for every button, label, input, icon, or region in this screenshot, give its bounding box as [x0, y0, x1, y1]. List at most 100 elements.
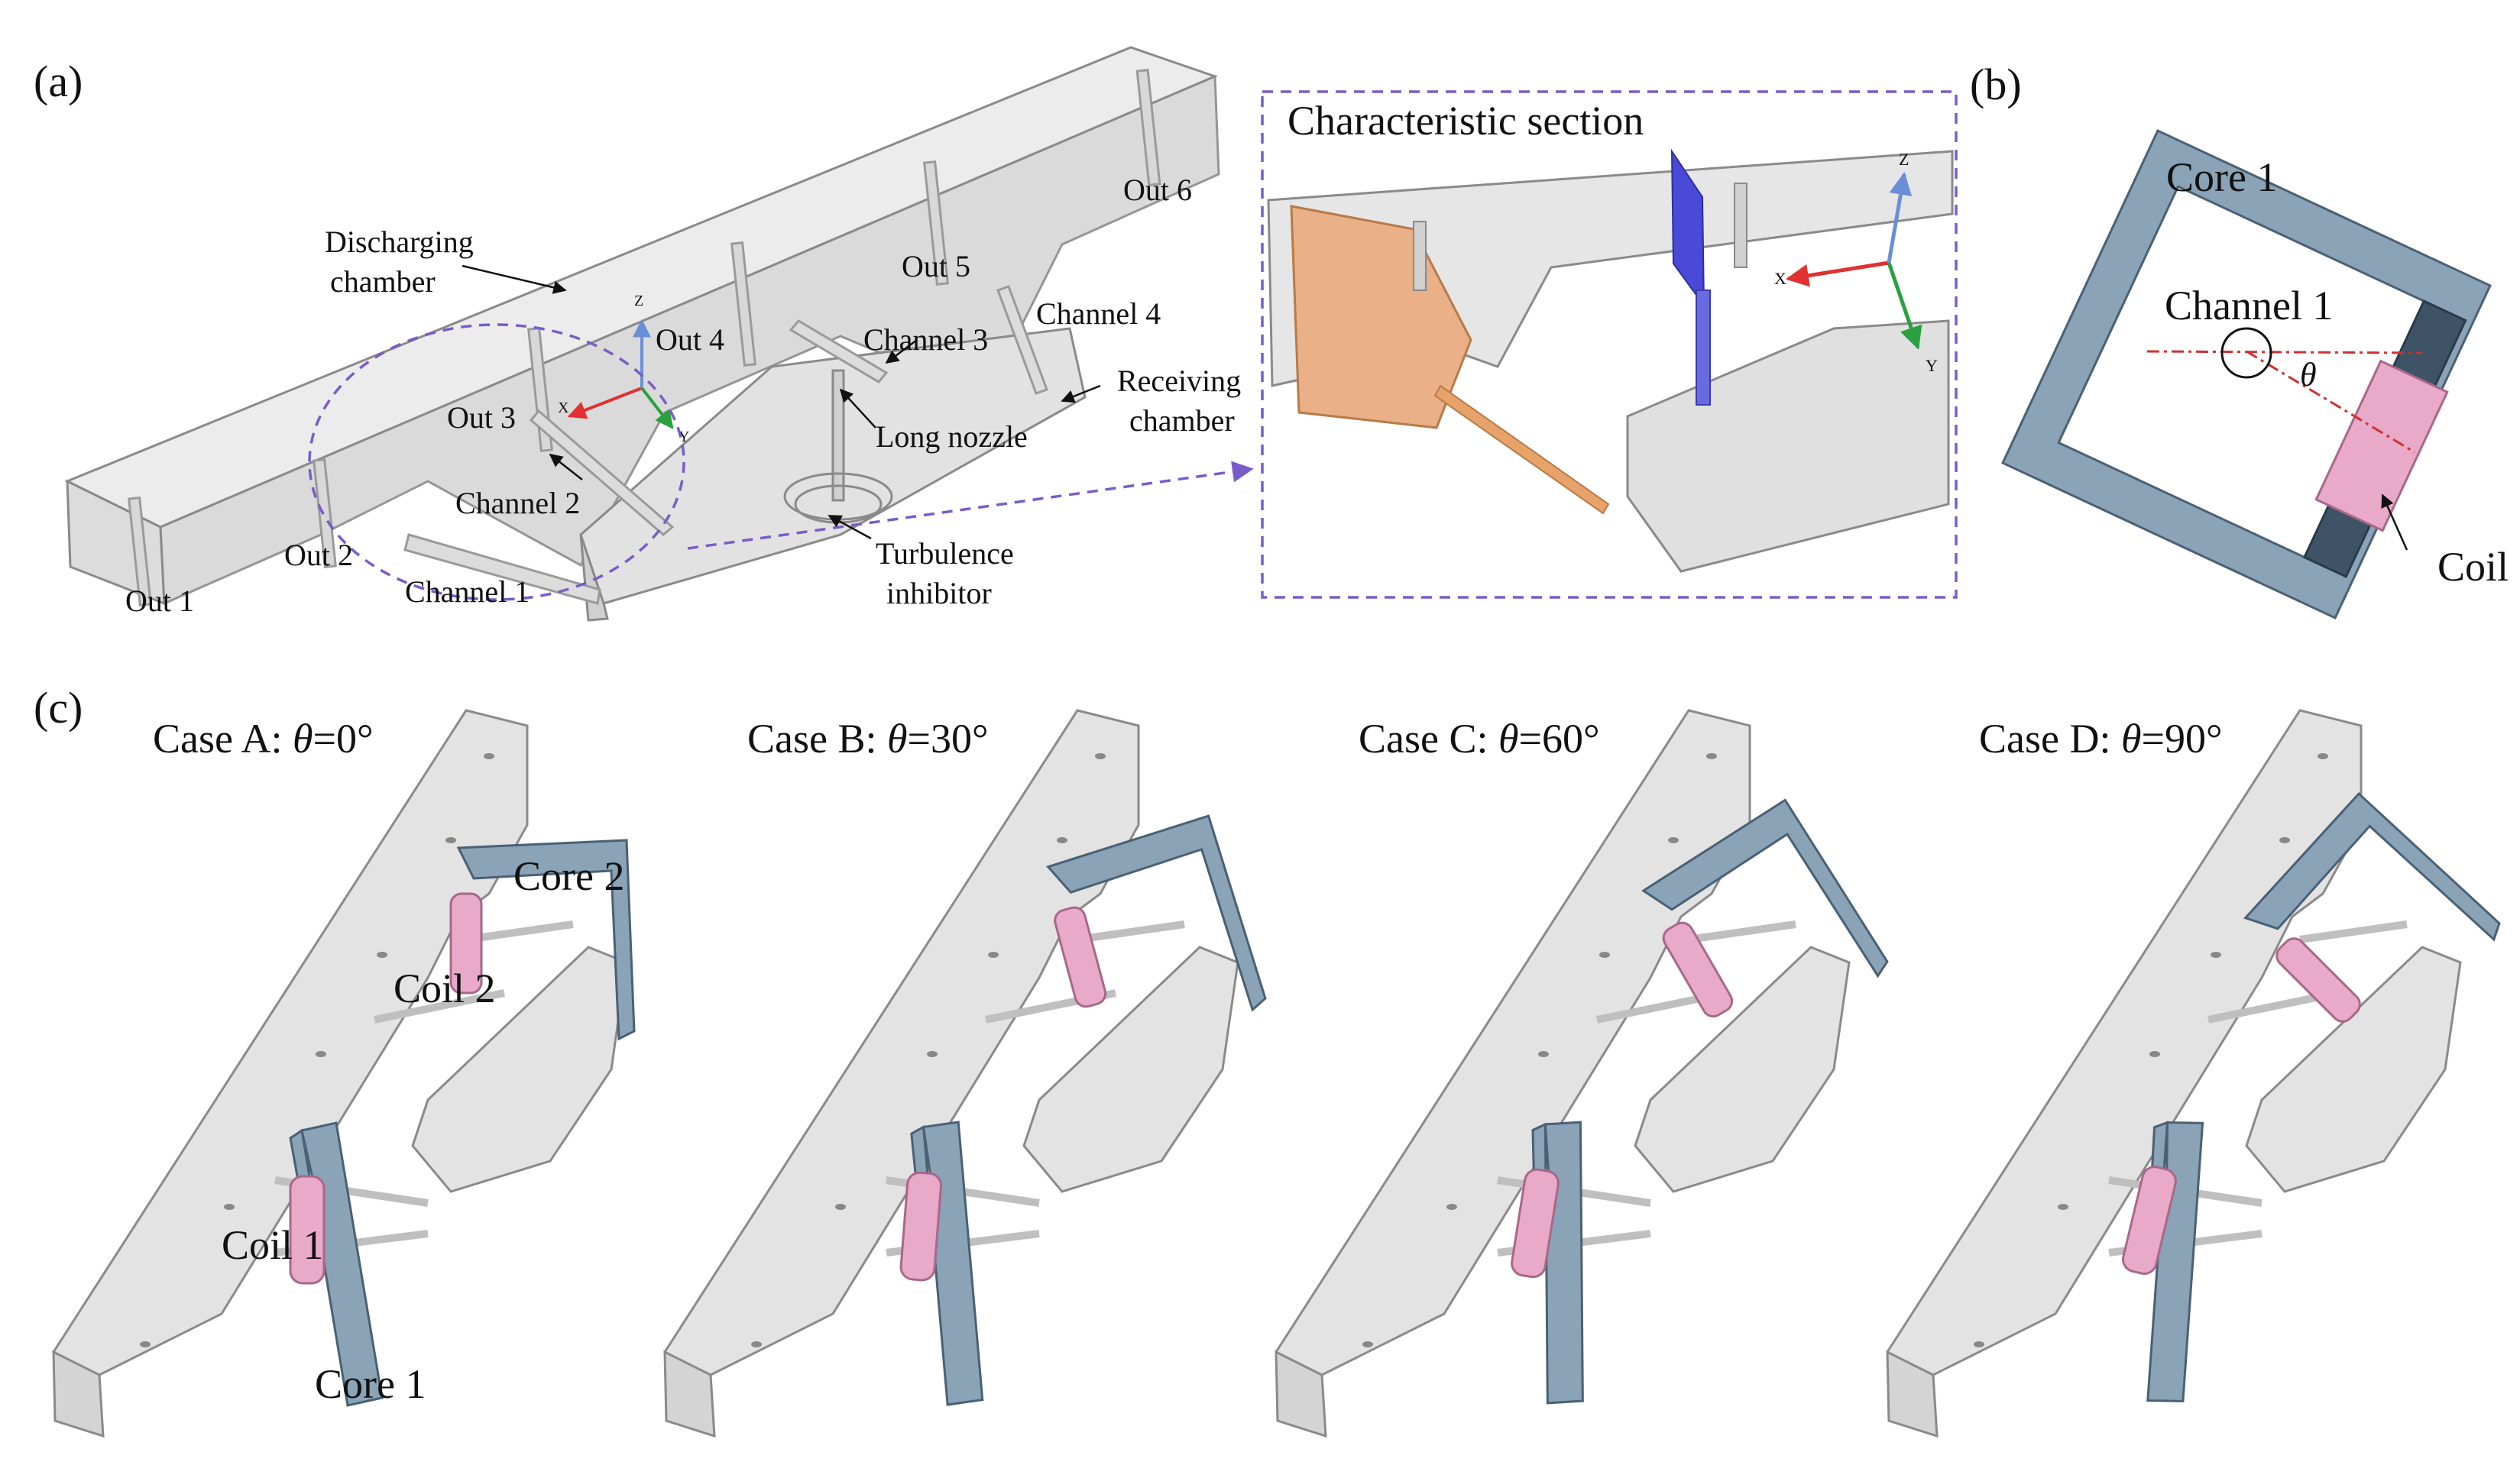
outlet-hole-3	[927, 1051, 938, 1057]
discharging-chamber-end	[1275, 1350, 1327, 1438]
discharging-chamber	[663, 709, 1140, 1376]
outlet-hole-4	[377, 952, 387, 958]
channel-4	[1077, 920, 1185, 943]
coil-1	[2122, 1166, 2177, 1275]
case-d-title: Case D: θ=90°	[1979, 716, 2223, 762]
out-1-label: Out 1	[125, 584, 194, 618]
receiving-chamber	[1022, 946, 1239, 1193]
long-nozzle-label: Long nozzle	[876, 419, 1028, 454]
case-b-assembly	[663, 709, 1267, 1438]
coil-1	[1511, 1168, 1560, 1279]
receiving-chamber-label-2: chamber	[1129, 403, 1235, 438]
channel-2-label: Channel 2	[455, 486, 580, 520]
case-a-core-2-label: Core 2	[513, 853, 624, 899]
turbulence-inhibitor-label-1: Turbulence	[876, 536, 1014, 571]
inset-connector	[687, 461, 1254, 550]
out-5-label: Out 5	[902, 249, 970, 283]
core-1-label-b: Core 1	[2166, 154, 2277, 200]
channel-3-label: Channel 3	[863, 322, 988, 357]
outlet-hole-1	[751, 1341, 762, 1347]
channel-1-cross-section	[2220, 327, 2272, 379]
top-core-coil	[449, 839, 636, 1041]
outlet-hole-2	[1446, 1204, 1457, 1210]
out-4-label: Out 4	[656, 322, 724, 357]
axis-z-label: Z	[634, 293, 643, 309]
outlet-hole-6	[2318, 753, 2328, 759]
leader-lines-a	[462, 264, 1101, 540]
outlet-hole-5	[1057, 837, 1067, 843]
case-c-assembly	[1275, 709, 1889, 1438]
outlet-hole-3	[1538, 1051, 1549, 1057]
receiving-chamber	[411, 946, 628, 1193]
outlet-hole-2	[835, 1204, 846, 1210]
out-3-label: Out 3	[447, 400, 516, 435]
turbulence-inhibitor-label-2: inhibitor	[886, 576, 992, 610]
bottom-core-coil	[1511, 1121, 1584, 1405]
coil-2	[1054, 906, 1107, 1008]
inset-axis-x-label: X	[1774, 269, 1786, 288]
outlet-hole-1	[1974, 1341, 1984, 1347]
coil-1-label-b: Coil 1	[2437, 544, 2520, 590]
panel-c: (c) Case A: θ=0° Case B: θ=30° Case C: θ…	[34, 683, 2501, 1438]
core-2	[456, 839, 636, 1041]
bottom-core-coil	[899, 1121, 984, 1406]
channel-4	[465, 920, 574, 943]
inset-axis-z-label: Z	[1899, 150, 1909, 169]
outlet-hole-5	[1668, 837, 1679, 843]
out-6-label: Out 6	[1123, 173, 1192, 207]
outlet-hole-3	[316, 1051, 326, 1057]
case-b-title: Case B: θ=30°	[747, 716, 989, 762]
inset-characteristic-section: Characteristic section X Y Z	[1261, 90, 1958, 599]
panel-a-label: (a)	[34, 57, 83, 106]
channel-3	[373, 989, 506, 1024]
outlet-hole-4	[988, 952, 999, 958]
outlet-hole-5	[445, 837, 456, 843]
bottom-core-coil	[2122, 1121, 2204, 1402]
axis-y-label: Y	[679, 429, 689, 445]
channel-4	[1688, 920, 1796, 943]
receiving-chamber	[2245, 946, 2462, 1193]
panel-b: (b) Core 1 Channel 1 Coil 1 θ	[1970, 60, 2520, 619]
bottom-core-coil	[289, 1121, 384, 1407]
coil-1	[289, 1175, 326, 1285]
discharging-chamber	[1886, 709, 2363, 1376]
receiving-chamber	[1634, 946, 1851, 1193]
discharging-chamber-end	[52, 1350, 105, 1438]
highlight-ellipse	[308, 323, 685, 601]
channel-4	[2299, 920, 2408, 943]
case-d-assembly	[1886, 709, 2501, 1438]
core-2	[2243, 791, 2501, 942]
case-a-core-1-label: Core 1	[315, 1361, 426, 1407]
outlet-hole-6	[1706, 753, 1717, 759]
outlet-pipes	[128, 69, 1161, 606]
panel-c-label: (c)	[34, 683, 83, 733]
top-core-coil	[2243, 791, 2501, 1023]
coil-2	[2275, 937, 2361, 1023]
discharging-chamber-label-2: chamber	[330, 264, 436, 299]
theta-angle-label: θ	[2300, 356, 2317, 393]
core-coil-assembly	[2001, 129, 2492, 619]
panel-b-label: (b)	[1970, 60, 2022, 109]
channel-1-label-b: Channel 1	[2165, 283, 2333, 328]
discharging-chamber-label-1: Discharging	[325, 225, 474, 259]
coil-2	[449, 892, 483, 995]
case-a-title: Case A: θ=0°	[153, 716, 374, 762]
coil-1	[899, 1171, 943, 1282]
discharging-chamber-end	[663, 1350, 716, 1438]
top-core-coil	[1046, 814, 1267, 1012]
top-core-coil	[1641, 798, 1889, 1017]
outlet-hole-6	[484, 753, 494, 759]
discharging-chamber-end	[1886, 1350, 1939, 1438]
outlet-hole-5	[2279, 837, 2290, 843]
out-2-label: Out 2	[284, 538, 353, 572]
axis-x-label: X	[558, 399, 569, 416]
outlet-hole-6	[1095, 753, 1106, 759]
channels	[403, 285, 1048, 605]
core-2	[1046, 814, 1267, 1012]
inset-title: Characteristic section	[1288, 98, 1644, 144]
outlet-hole-4	[1599, 952, 1610, 958]
case-a-assembly	[52, 709, 636, 1438]
receiving-chamber-label-1: Receiving	[1117, 364, 1241, 398]
axes-triad-a: X Y Z	[558, 293, 689, 445]
